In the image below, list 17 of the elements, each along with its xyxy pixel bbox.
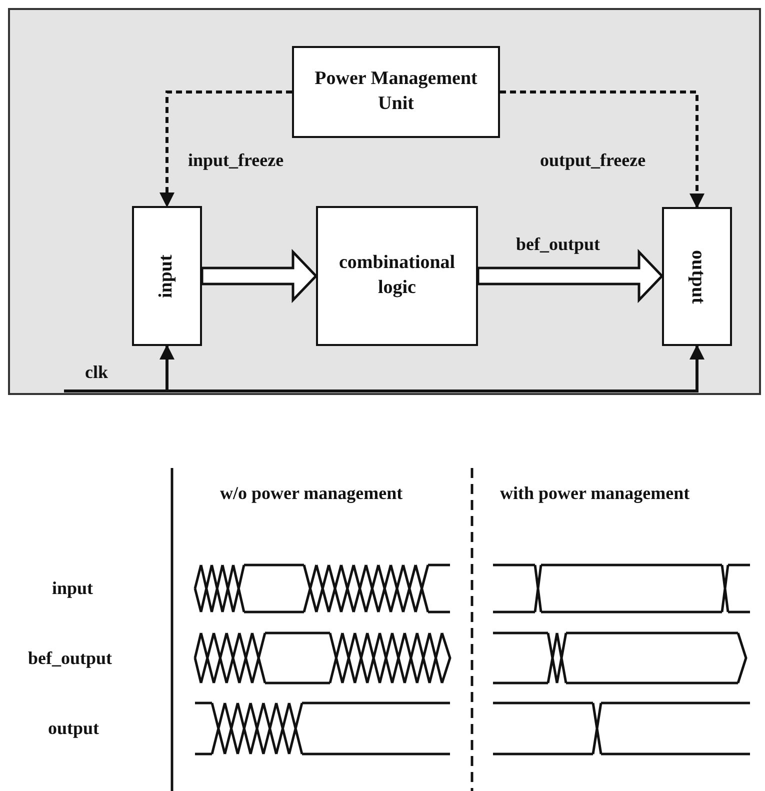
edge-label: input_freeze <box>188 150 284 171</box>
register-box: input <box>132 206 202 346</box>
dashed-arrow <box>500 90 704 208</box>
logic-box: combinational logic <box>316 206 478 346</box>
signal-name: bef_output <box>28 648 112 669</box>
block-arrow <box>200 248 318 304</box>
block-arrow <box>476 248 664 304</box>
signal-name: input <box>52 578 94 599</box>
edge-label: output_freeze <box>540 150 646 171</box>
register-box: output <box>662 207 732 346</box>
edge-label: bef_output <box>516 234 600 255</box>
control-unit-box: Power Management Unit <box>292 46 500 138</box>
column-heading: with power management <box>500 483 690 504</box>
signal-name: output <box>48 718 100 739</box>
dashed-arrow <box>160 90 292 208</box>
column-heading: w/o power management <box>220 483 403 504</box>
edge-label: clk <box>85 362 108 383</box>
